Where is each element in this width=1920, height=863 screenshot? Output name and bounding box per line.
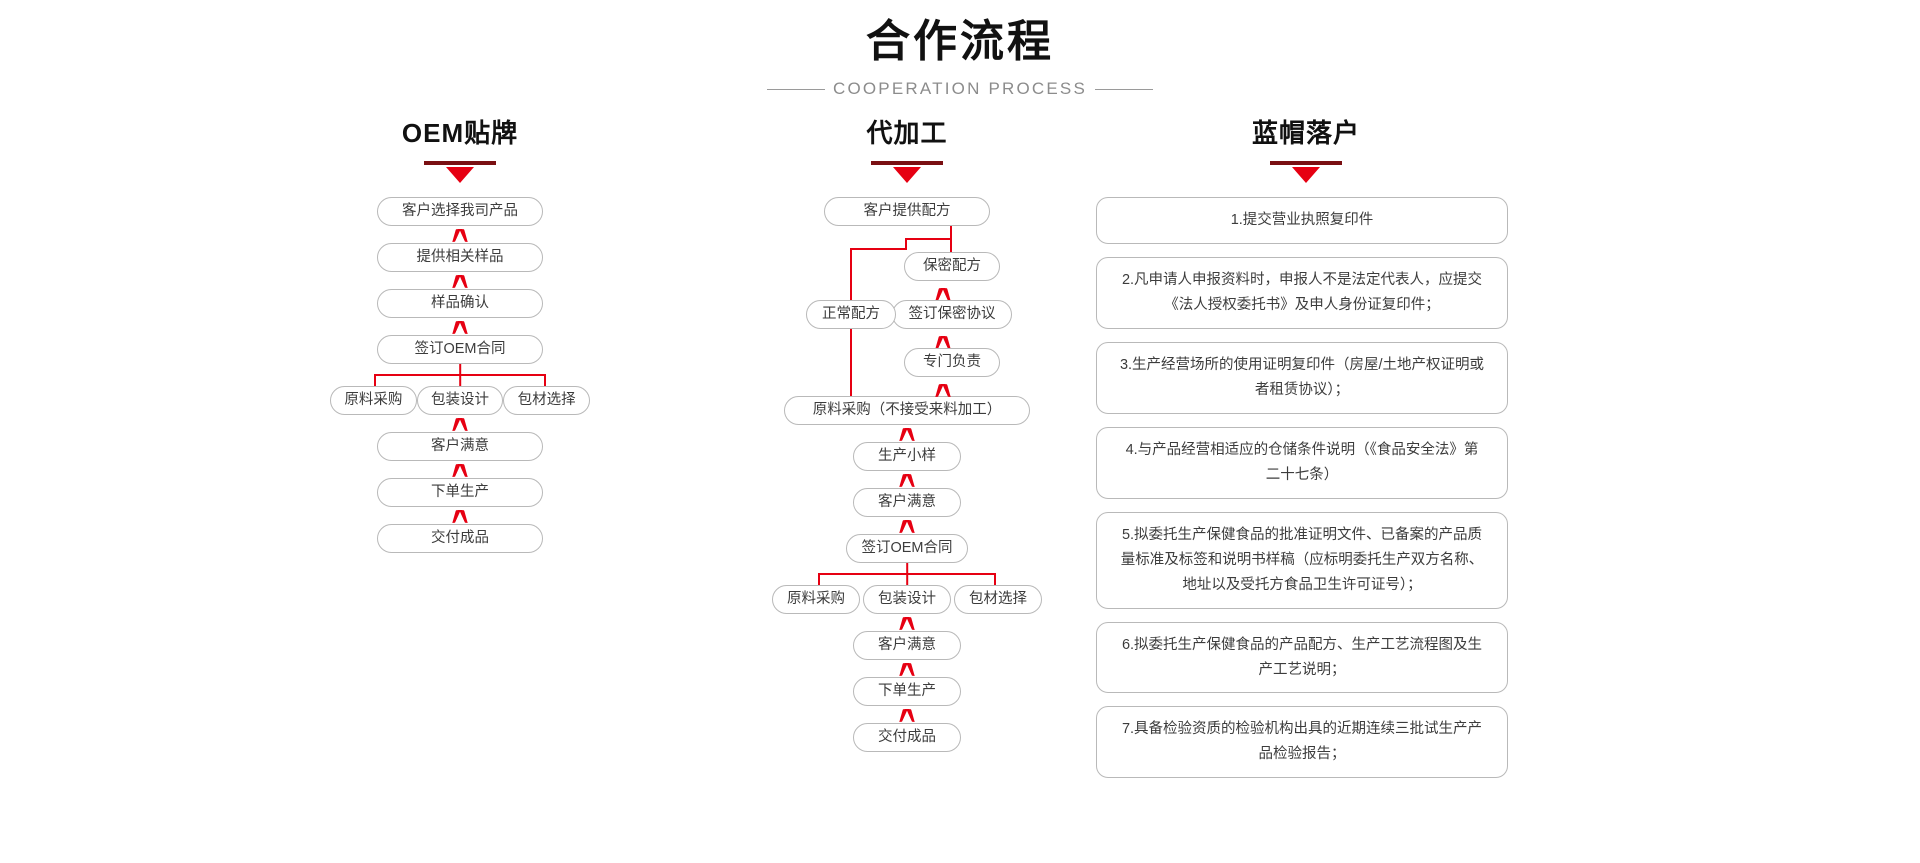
chevron-down-icon bbox=[451, 318, 469, 335]
chevron-down-icon bbox=[898, 517, 916, 534]
chevron-down-icon bbox=[451, 461, 469, 478]
flow-node[interactable]: 包材选择 bbox=[954, 585, 1042, 615]
requirement-item[interactable]: 4.与产品经营相适应的仓储条件说明（《食品安全法》第二十七条） bbox=[1096, 426, 1508, 499]
branch-connector bbox=[772, 563, 1042, 586]
processing-branch-region: 保密配方 签订保密协议 专门负责 正常配方 bbox=[772, 226, 1042, 398]
chevron-down-icon bbox=[451, 272, 469, 289]
flow-node[interactable]: 原料采购 bbox=[330, 386, 417, 416]
connector-line bbox=[850, 248, 906, 250]
oem-flow-bottom: 客户满意 下单生产 交付成品 bbox=[330, 415, 590, 554]
subtitle-rule-right bbox=[1095, 88, 1154, 90]
branch-connector bbox=[330, 364, 590, 387]
flow-node[interactable]: 签订OEM合同 bbox=[377, 335, 543, 365]
flow-node[interactable]: 下单生产 bbox=[377, 478, 543, 508]
subtitle-row: COOPERATION PROCESS bbox=[0, 79, 1920, 99]
process-column-bluehat: 蓝帽落户 1.提交营业执照复印件 2.凡申请人申报资料时，申报人不是法定代表人，… bbox=[1096, 118, 1516, 791]
chevron-down-icon bbox=[898, 660, 916, 677]
processing-start: 客户提供配方 bbox=[772, 197, 1042, 227]
requirement-item[interactable]: 3.生产经营场所的使用证明复印件（房屋/土地产权证明或者租赁协议）； bbox=[1096, 342, 1508, 414]
chevron-down-icon bbox=[451, 415, 469, 432]
column-rule-processing bbox=[871, 161, 943, 166]
flow-node[interactable]: 正常配方 bbox=[806, 300, 896, 330]
flow-node[interactable]: 包材选择 bbox=[503, 386, 591, 416]
column-title-oem: OEM贴牌 bbox=[401, 118, 519, 148]
flow-node[interactable]: 包装设计 bbox=[416, 386, 504, 416]
requirement-item[interactable]: 1.提交营业执照复印件 bbox=[1096, 197, 1508, 245]
connector-line bbox=[905, 238, 951, 240]
flow-node[interactable]: 专门负责 bbox=[904, 348, 1000, 378]
processing-merge: 原料采购（不接受来料加工） 生产小样 客户满意 签订OEM合同 bbox=[772, 396, 1042, 564]
requirement-item[interactable]: 5.拟委托生产保健食品的批准证明文件、已备案的产品质量标准及标签和说明书样稿（应… bbox=[1096, 511, 1508, 609]
processing-flow-bottom: 客户满意 下单生产 交付成品 bbox=[772, 614, 1042, 753]
column-title-bluehat: 蓝帽落户 bbox=[1251, 118, 1360, 148]
flow-node[interactable]: 交付成品 bbox=[377, 524, 543, 554]
chevron-down-icon bbox=[898, 471, 916, 488]
page-header: 合作流程 COOPERATION PROCESS bbox=[0, 0, 1920, 99]
page-title: 合作流程 bbox=[866, 17, 1054, 66]
column-title-processing: 代加工 bbox=[866, 118, 948, 148]
down-arrow-icon bbox=[893, 167, 921, 184]
chevron-down-icon bbox=[898, 614, 916, 631]
processing-branch-row: 原料采购 包装设计 包材选择 bbox=[772, 585, 1042, 615]
down-arrow-icon bbox=[1292, 167, 1320, 184]
chevron-down-icon bbox=[451, 507, 469, 524]
connector-line bbox=[905, 238, 907, 251]
flow-node[interactable]: 提供相关样品 bbox=[377, 243, 543, 273]
oem-flow-top: 客户选择我司产品 提供相关样品 样品确认 签订OEM合同 bbox=[330, 197, 590, 365]
down-arrow-icon bbox=[446, 167, 474, 184]
flow-node[interactable]: 客户满意 bbox=[853, 488, 961, 518]
flow-node[interactable]: 样品确认 bbox=[377, 289, 543, 319]
chevron-down-icon bbox=[934, 381, 952, 398]
column-rule-oem bbox=[424, 161, 496, 166]
flow-node[interactable]: 原料采购（不接受来料加工） bbox=[784, 396, 1030, 426]
flow-node[interactable]: 签订OEM合同 bbox=[846, 534, 968, 564]
flow-node[interactable]: 保密配方 bbox=[904, 252, 1000, 282]
flow-node[interactable]: 客户满意 bbox=[853, 631, 961, 661]
chevron-down-icon bbox=[898, 706, 916, 723]
flow-node[interactable]: 包装设计 bbox=[863, 585, 951, 615]
flow-node[interactable]: 原料采购 bbox=[772, 585, 860, 615]
chevron-down-icon bbox=[898, 425, 916, 442]
page-subtitle: COOPERATION PROCESS bbox=[832, 79, 1088, 98]
chevron-down-icon bbox=[451, 226, 469, 243]
flow-node[interactable]: 下单生产 bbox=[853, 677, 961, 707]
column-rule-bluehat bbox=[1270, 161, 1342, 166]
subtitle-rule-left bbox=[766, 88, 825, 90]
flow-node[interactable]: 签订保密协议 bbox=[892, 300, 1012, 330]
requirement-item[interactable]: 2.凡申请人申报资料时，申报人不是法定代表人，应提交《法人授权委托书》及申人身份… bbox=[1096, 257, 1508, 329]
flow-node[interactable]: 客户满意 bbox=[377, 432, 543, 462]
flow-node[interactable]: 交付成品 bbox=[853, 723, 961, 753]
process-column-oem: OEM贴牌 客户选择我司产品 提供相关样品 样品确认 签订OEM合同 原料采购 … bbox=[330, 118, 591, 554]
bluehat-requirements-list: 1.提交营业执照复印件 2.凡申请人申报资料时，申报人不是法定代表人，应提交《法… bbox=[1096, 197, 1516, 779]
process-column-processing: 代加工 客户提供配方 保密配方 签订保密协议 专门负责 正常配方 bbox=[772, 118, 1042, 753]
oem-branch-row: 原料采购 包装设计 包材选择 bbox=[330, 386, 591, 416]
requirement-item[interactable]: 7.具备检验资质的检验机构出具的近期连续三批试生产产品检验报告； bbox=[1096, 706, 1508, 779]
requirement-item[interactable]: 6.拟委托生产保健食品的产品配方、生产工艺流程图及生产工艺说明； bbox=[1096, 621, 1508, 694]
flow-node[interactable]: 客户提供配方 bbox=[824, 197, 990, 227]
flow-node[interactable]: 生产小样 bbox=[853, 442, 961, 472]
flow-node[interactable]: 客户选择我司产品 bbox=[377, 197, 543, 227]
